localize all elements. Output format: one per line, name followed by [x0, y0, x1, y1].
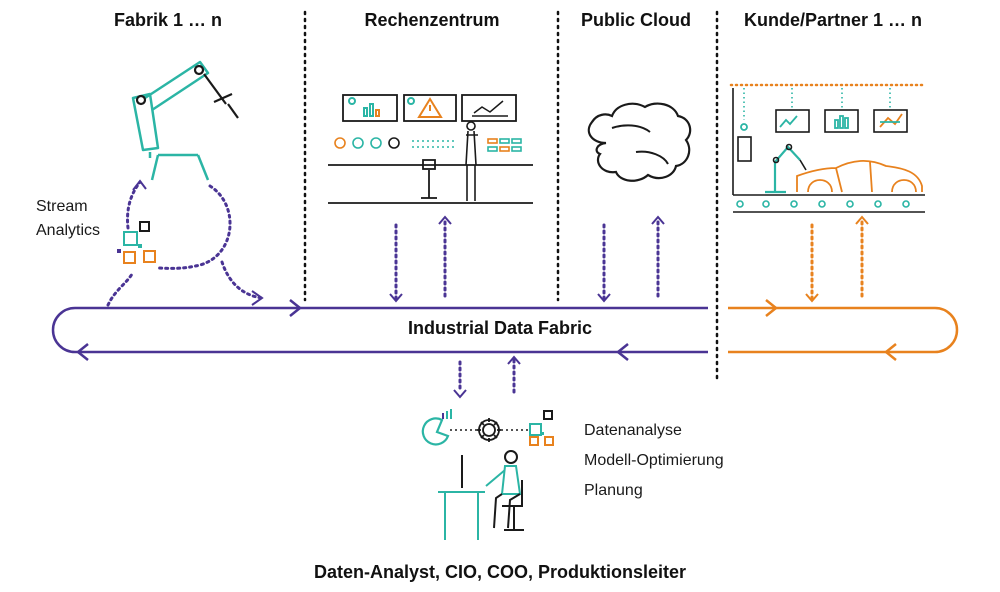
fabric-label: Industrial Data Fabric [407, 318, 593, 338]
orange-arrow-right [765, 299, 779, 317]
operator-chair [421, 159, 437, 199]
fabric-loop-orange [728, 299, 959, 361]
column-separators [303, 10, 719, 382]
roles-label: Daten-Analyst, CIO, COO, Produktionsleit… [313, 562, 687, 582]
connectors-orange [810, 220, 864, 300]
connectors-purple [394, 220, 660, 394]
column-title-kunde-partner: Kunde/Partner 1 … n [743, 10, 923, 30]
task-planung: Planung [584, 482, 643, 499]
operator-figure [465, 121, 478, 201]
analysis-squares [529, 410, 554, 446]
car-assembly-icon [729, 83, 927, 213]
robot-arm-icon [131, 60, 210, 181]
monitor-line-chart [472, 100, 508, 117]
task-modell-optimierung: Modell-Optimierung [584, 452, 724, 469]
gear-icon [477, 418, 501, 442]
cloud-icon [587, 102, 692, 182]
column-title-fabrik: Fabrik 1 … n [113, 10, 223, 30]
connector-arrowheads-purple [389, 215, 665, 399]
orange-loop-path [728, 306, 959, 354]
fabric-arrow-left-2 [615, 343, 629, 361]
stream-analytics-line-1: Stream [36, 198, 88, 215]
fabric-arrow-left-1 [75, 343, 89, 361]
warning-icon [417, 97, 443, 118]
task-datenanalyse: Datenanalyse [584, 422, 682, 439]
robot-gripper [135, 64, 239, 119]
console-buttons [334, 137, 522, 152]
stream-analytics-line-2: Analytics [36, 222, 101, 239]
fabrik-dotted-loop [106, 180, 264, 307]
monitor-bars [348, 97, 380, 117]
pie-chart-icon [421, 409, 452, 446]
analyst-workstation-icon [438, 450, 524, 540]
fabric-loop-path [51, 306, 708, 354]
stream-analytics-icon [117, 221, 156, 264]
fabrik-loop-arrowheads [132, 179, 264, 306]
column-title-rechenzentrum: Rechenzentrum [364, 10, 500, 30]
fabric-loop-purple [51, 299, 708, 361]
column-title-public-cloud: Public Cloud [581, 10, 691, 30]
connector-arrowheads-orange [805, 215, 869, 303]
fabric-arrow-right [289, 299, 303, 317]
control-room-icon [328, 94, 533, 204]
orange-arrow-left [883, 343, 897, 361]
